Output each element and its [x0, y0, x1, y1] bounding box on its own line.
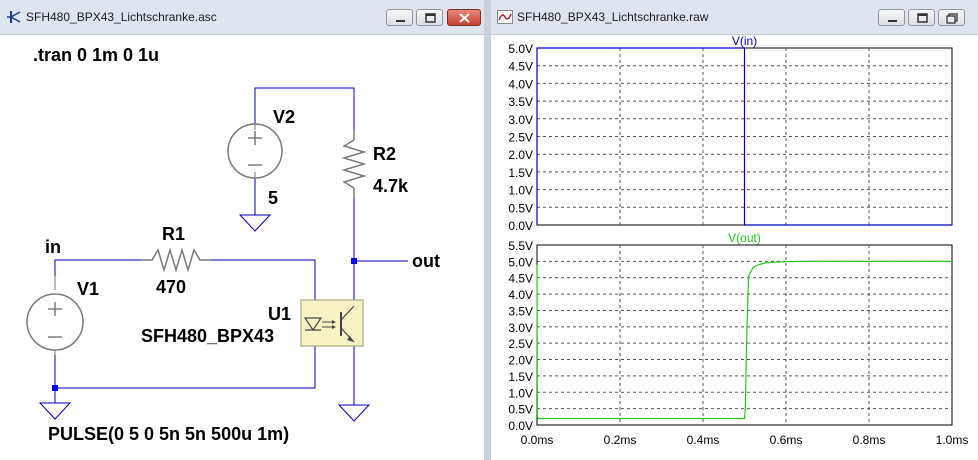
y-tick-label: 0.0V — [508, 219, 533, 233]
y-tick-label: 3.0V — [508, 321, 533, 335]
schematic-window: SFH480_BPX43_Lichtschranke.asc .tran 0 1… — [0, 0, 484, 460]
v2-value: 5 — [268, 188, 278, 208]
y-tick-label: 2.0V — [508, 148, 533, 162]
u1-optocoupler[interactable] — [300, 299, 364, 347]
y-tick-label: 1.0V — [508, 184, 533, 198]
y-tick-label: 4.0V — [508, 77, 533, 91]
y-tick-label: 1.0V — [508, 386, 533, 400]
y-tick-label: 5.0V — [508, 255, 533, 269]
y-tick-label: 5.0V — [508, 42, 533, 56]
x-tick-label: 0.0ms — [521, 433, 554, 447]
y-tick-label: 2.0V — [508, 354, 533, 368]
plot-pane[interactable] — [536, 244, 953, 426]
wire-r1-u1 — [210, 259, 316, 300]
minimize-button[interactable] — [386, 9, 413, 26]
schematic-drawing: .tran 0 1m 0 1u — [26, 45, 440, 444]
close-button[interactable] — [447, 9, 481, 26]
maximize-button[interactable] — [908, 9, 935, 26]
wire-v1-u1 — [54, 346, 316, 389]
wires — [54, 87, 408, 405]
x-tick-label: 0.4ms — [687, 433, 720, 447]
ground-icon — [238, 214, 272, 232]
waveform-viewer[interactable]: 5.0V 4.5V 4.0V 3.5V 3.0V 2.5V 2.0V 1.5V 1.0V 0.5V… — [491, 35, 978, 460]
restore-button[interactable] — [938, 9, 965, 26]
y-tick-label: 2.5V — [508, 131, 533, 145]
net-label-out[interactable]: out — [412, 251, 440, 271]
net-label-in[interactable]: in — [45, 237, 61, 257]
schematic-titlebar[interactable]: SFH480_BPX43_Lichtschranke.asc — [0, 0, 484, 35]
u1-value: SFH480_BPX43 — [141, 326, 274, 346]
x-tick-label: 0.8ms — [853, 433, 886, 447]
r2-name: R2 — [373, 144, 396, 164]
schematic-icon — [7, 11, 21, 23]
restore-icon — [946, 13, 958, 24]
y-tick-label: 4.5V — [508, 60, 533, 74]
maximize-icon — [917, 13, 928, 23]
schematic-title: SFH480_BPX43_Lichtschranke.asc — [26, 10, 217, 24]
v1-name: V1 — [77, 279, 99, 299]
junction-dot — [351, 258, 357, 264]
trace-vout[interactable] — [536, 260, 952, 420]
trace-name-label[interactable]: V(out) — [728, 231, 761, 245]
r1-resistor[interactable] — [142, 247, 210, 273]
trace-vin[interactable] — [536, 47, 952, 226]
close-icon — [459, 13, 470, 23]
y-tick-label: 1.5V — [508, 370, 533, 384]
minimize-icon — [396, 20, 405, 22]
r2-value: 4.7k — [373, 176, 409, 196]
y-tick-label: 0.5V — [508, 201, 533, 215]
v2-name: V2 — [273, 107, 295, 127]
x-tick-label: 0.2ms — [604, 433, 637, 447]
ground-icon — [337, 404, 371, 422]
r2-resistor[interactable] — [341, 130, 367, 198]
y-tick-label: 4.5V — [508, 272, 533, 286]
waveform-title: SFH480_BPX43_Lichtschranke.raw — [517, 10, 709, 24]
maximize-button[interactable] — [416, 9, 443, 26]
x-tick-label: 0.6ms — [770, 433, 803, 447]
y-tick-label: 3.5V — [508, 304, 533, 318]
junction-dot — [52, 385, 58, 391]
schematic-canvas[interactable]: .tran 0 1m 0 1u — [0, 35, 484, 460]
waveform-titlebar[interactable]: SFH480_BPX43_Lichtschranke.raw — [491, 0, 978, 35]
v2-source[interactable] — [227, 123, 283, 179]
tran-directive[interactable]: .tran 0 1m 0 1u — [33, 45, 159, 65]
waveform-plot: 5.0V 4.5V 4.0V 3.5V 3.0V 2.5V 2.0V 1.5V 1.0V 0.5V… — [508, 35, 969, 447]
y-tick-label: 3.5V — [508, 95, 533, 109]
y-tick-label: 4.0V — [508, 288, 533, 302]
wire-v2-r2 — [254, 87, 355, 130]
r1-value: 470 — [156, 277, 186, 297]
trace-name-label[interactable]: V(in) — [732, 35, 757, 48]
maximize-icon — [425, 13, 436, 23]
v1-value: PULSE(0 5 0 5n 5n 500u 1m) — [48, 424, 289, 444]
x-tick-label: 1.0ms — [936, 433, 969, 447]
y-tick-label: 1.5V — [508, 166, 533, 180]
waveform-window: SFH480_BPX43_Lichtschranke.raw 5.0V 4.5V 4… — [491, 0, 978, 460]
r1-name: R1 — [162, 224, 185, 244]
wire-in-r1 — [54, 259, 142, 276]
minimize-button[interactable] — [878, 9, 905, 26]
y-tick-label: 2.5V — [508, 337, 533, 351]
minimize-icon — [888, 20, 897, 22]
y-tick-label: 3.0V — [508, 113, 533, 127]
u1-name: U1 — [268, 304, 291, 324]
waveform-icon — [497, 10, 513, 24]
ground-icon — [38, 402, 72, 420]
y-tick-label: 0.5V — [508, 403, 533, 417]
y-tick-label: 0.0V — [508, 419, 533, 433]
y-tick-label: 5.5V — [508, 239, 533, 253]
v1-source[interactable] — [26, 276, 84, 355]
